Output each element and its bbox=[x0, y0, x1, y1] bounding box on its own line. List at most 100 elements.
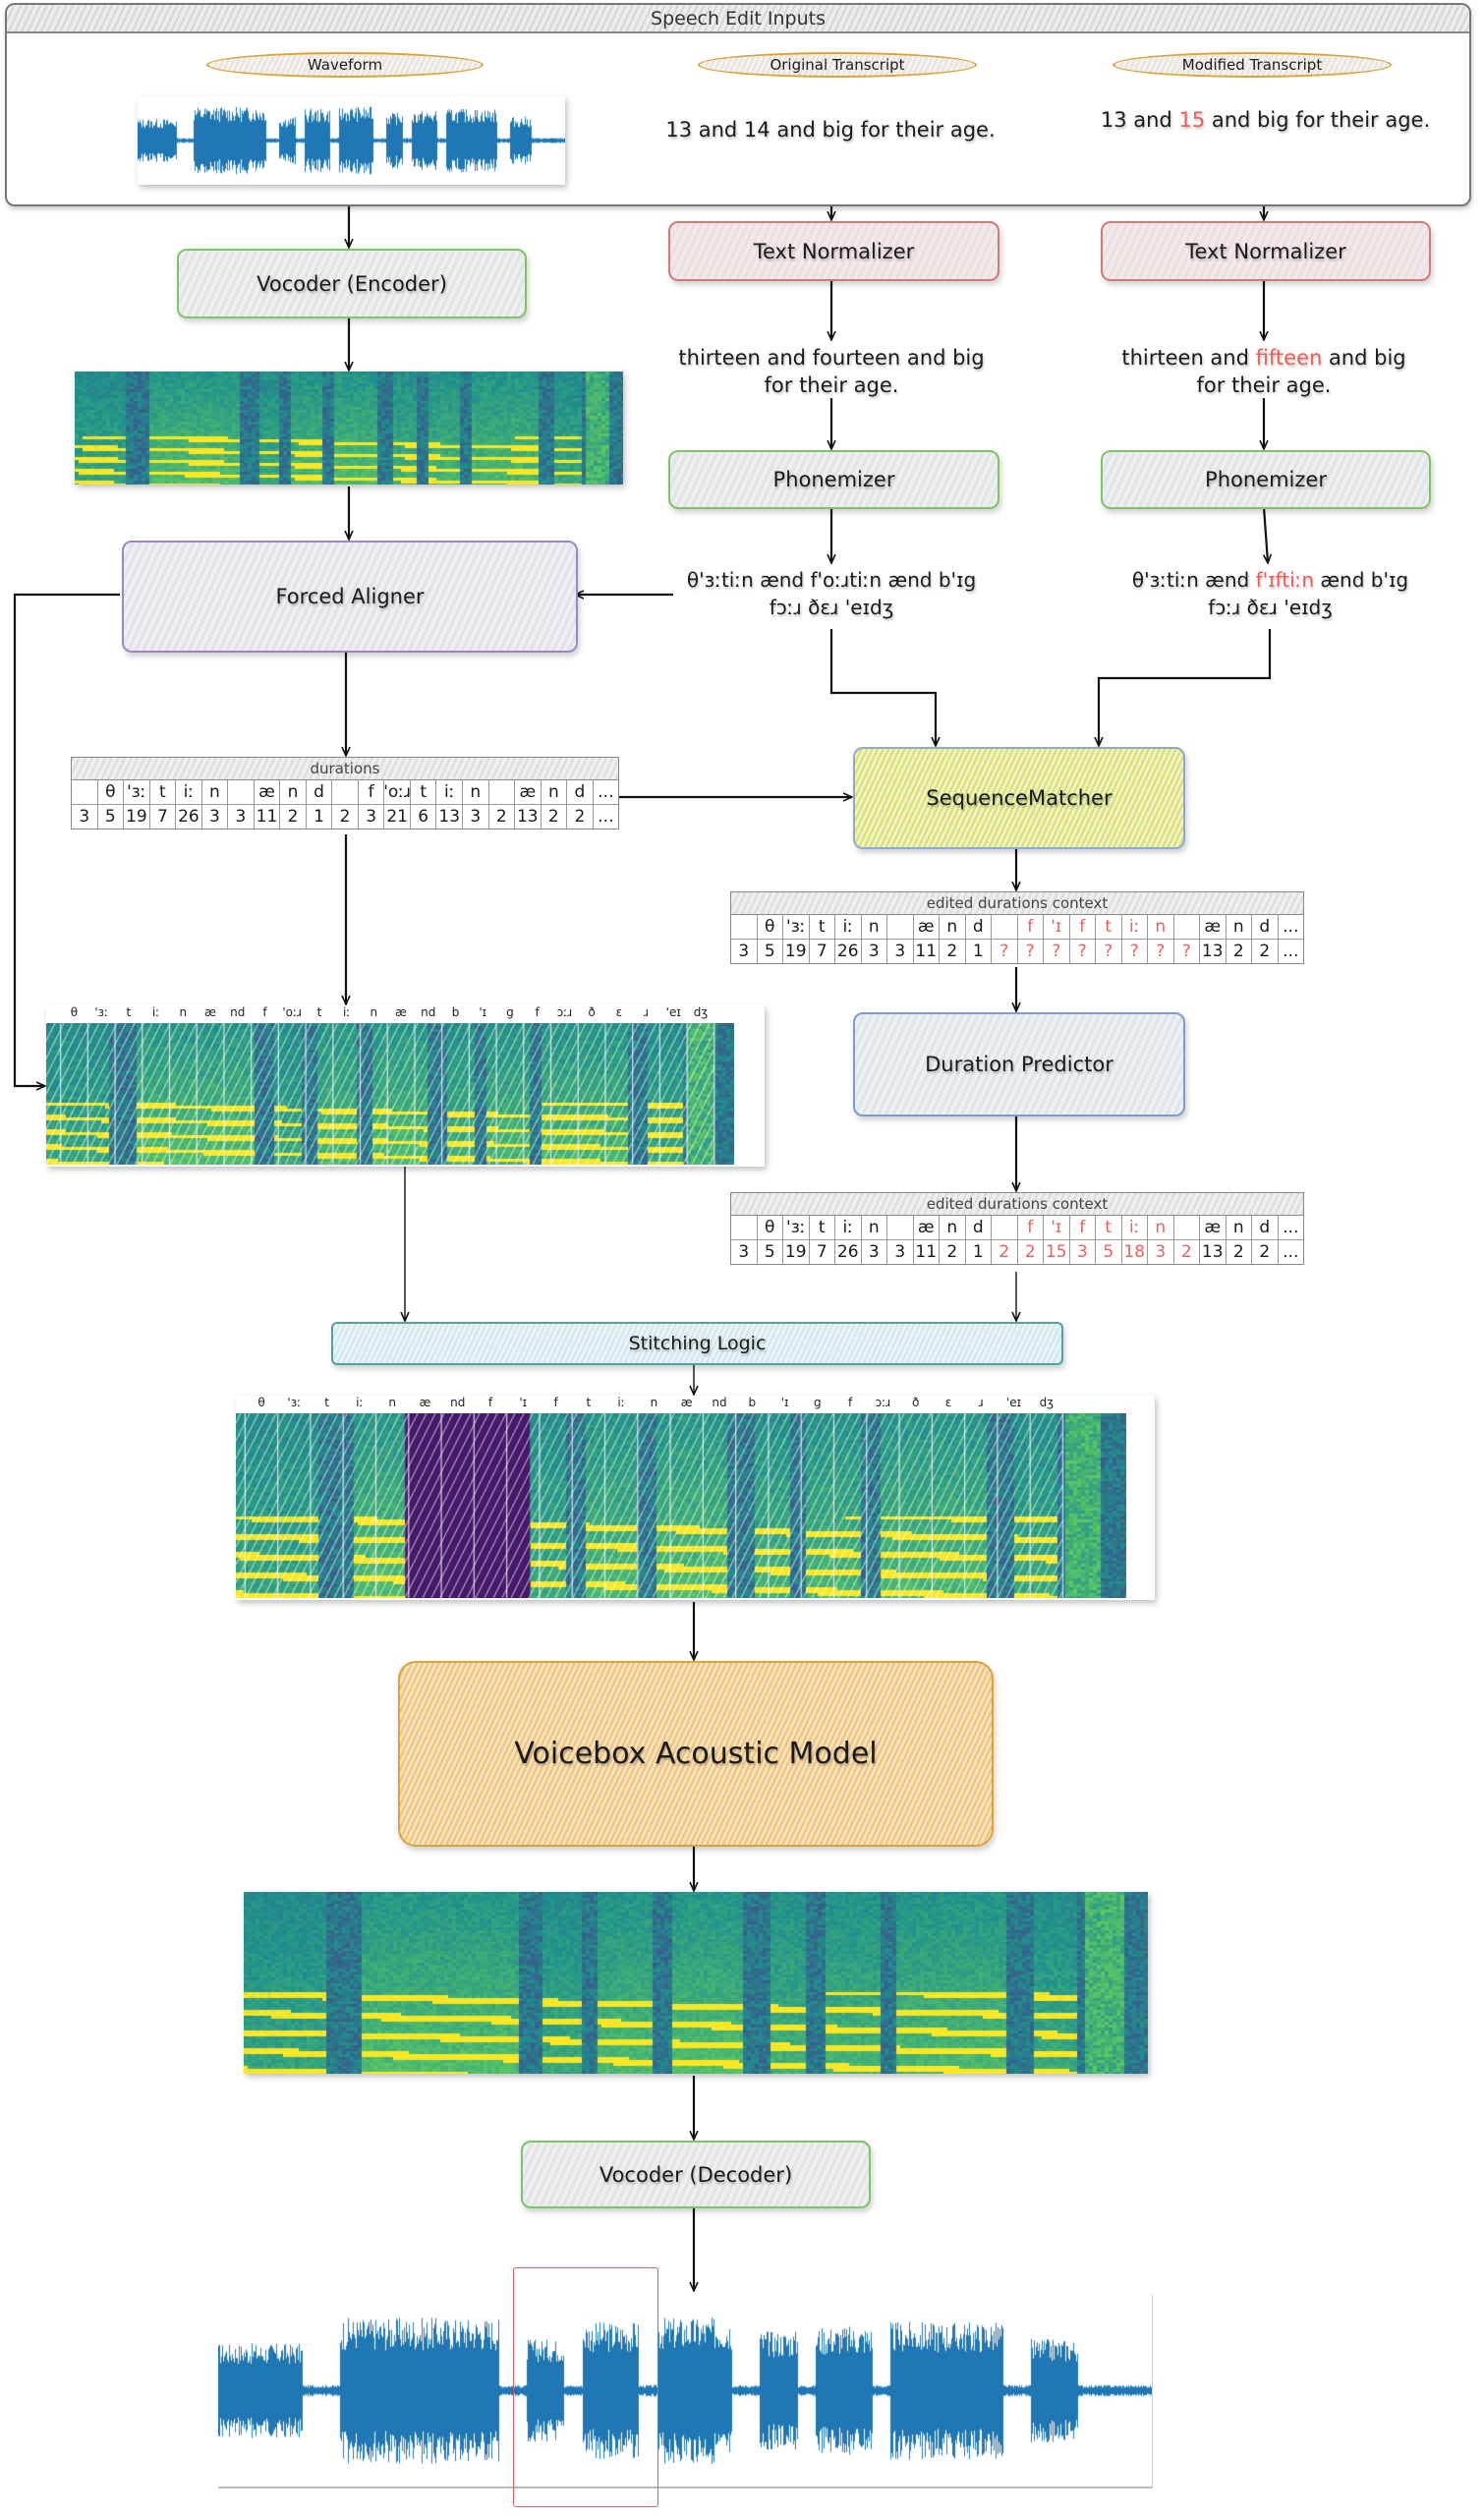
phonemes-right-before: θ'ɜːtiːn ænd bbox=[1131, 568, 1256, 592]
phoneme-cell: θ bbox=[758, 1216, 783, 1239]
duration-cell: 18 bbox=[1122, 1240, 1148, 1264]
phoneme-label: iː bbox=[356, 1396, 364, 1409]
phoneme-label: 'ɜː bbox=[287, 1396, 302, 1409]
duration-cell: 21 bbox=[384, 805, 411, 829]
modified-transcript-label-text: Modified Transcript bbox=[1181, 56, 1323, 74]
phoneme-label: θ bbox=[70, 1005, 79, 1019]
phoneme-cell: d bbox=[1252, 915, 1279, 939]
panel-title: Speech Edit Inputs bbox=[7, 5, 1469, 33]
phoneme-cell: æ bbox=[1200, 1216, 1227, 1239]
duration-cell: 7 bbox=[150, 805, 177, 829]
phoneme-label: b bbox=[748, 1396, 757, 1409]
phoneme-cell: t bbox=[810, 915, 835, 939]
duration-cell: 1 bbox=[966, 940, 992, 963]
phoneme-label: n bbox=[179, 1005, 188, 1019]
edited-region-highlight bbox=[513, 2267, 658, 2507]
phoneme-cell: n bbox=[940, 1216, 966, 1239]
phoneme-label: dʒ bbox=[1039, 1396, 1055, 1409]
phoneme-cell: d bbox=[567, 780, 594, 804]
phonemizer-left-label: Phonemizer bbox=[772, 468, 895, 491]
phoneme-cell: iː bbox=[835, 915, 862, 939]
phoneme-cell: d bbox=[307, 780, 333, 804]
phoneme-label: f bbox=[848, 1396, 853, 1409]
phoneme-cell: 'ɜː bbox=[783, 915, 810, 939]
phoneme-cell: iː bbox=[835, 1216, 862, 1239]
phoneme-label: t bbox=[586, 1396, 592, 1409]
phoneme-cell: æ bbox=[255, 780, 281, 804]
phoneme-label: f bbox=[535, 1005, 540, 1019]
duration-cell: 13 bbox=[1200, 1240, 1227, 1264]
duration-cell: 3 bbox=[731, 1240, 758, 1264]
stitching-logic-label: Stitching Logic bbox=[628, 1333, 767, 1354]
text-normalizer-right-block: Text Normalizer bbox=[1101, 221, 1431, 281]
aligned-spectrogram-plot bbox=[46, 1023, 734, 1165]
phoneme-label: ɔːɹ bbox=[556, 1005, 573, 1019]
duration-cell: 2 bbox=[1227, 1240, 1252, 1264]
duration-cell: 3 bbox=[202, 805, 229, 829]
text-normalizer-right-label: Text Normalizer bbox=[1185, 239, 1346, 263]
duration-cell: 7 bbox=[810, 1240, 835, 1264]
phoneme-label: f bbox=[262, 1005, 267, 1019]
duration-cell: 3 bbox=[72, 805, 98, 829]
normalized-text-left: thirteen and fourteen and big for their … bbox=[649, 344, 1014, 399]
phoneme-cell: 'ɜː bbox=[783, 1216, 810, 1239]
duration-cell: 11 bbox=[914, 940, 940, 963]
modified-transcript-label: Modified Transcript bbox=[1113, 52, 1392, 78]
phoneme-cell: f bbox=[1070, 1216, 1096, 1239]
phoneme-cell: d bbox=[1252, 1216, 1279, 1239]
duration-cell: 2 bbox=[332, 805, 359, 829]
duration-cell: 15 bbox=[1044, 1240, 1070, 1264]
phoneme-cell: t bbox=[150, 780, 177, 804]
phoneme-cell: 'ɪ bbox=[1044, 1216, 1070, 1239]
text-normalizer-left-block: Text Normalizer bbox=[668, 221, 999, 281]
phoneme-label: θ bbox=[257, 1396, 265, 1409]
duration-cell: ? bbox=[1122, 940, 1148, 963]
phoneme-label: g bbox=[814, 1396, 822, 1409]
phoneme-cell: d bbox=[966, 915, 992, 939]
voicebox-acoustic-model-block: Voicebox Acoustic Model bbox=[398, 1661, 994, 1847]
phoneme-label: æ bbox=[419, 1396, 431, 1409]
duration-cell: 3 bbox=[1148, 1240, 1174, 1264]
phoneme-cell: f bbox=[1018, 1216, 1044, 1239]
input-spectrogram bbox=[75, 372, 623, 485]
phoneme-label: 'ɪ bbox=[780, 1396, 789, 1409]
duration-cell: 5 bbox=[1096, 1240, 1122, 1264]
vocoder-decoder-block: Vocoder (Decoder) bbox=[521, 2141, 871, 2208]
duration-cell: 2 bbox=[1227, 940, 1252, 963]
phoneme-cell bbox=[887, 915, 914, 939]
phoneme-label: 'ɪ bbox=[479, 1005, 487, 1019]
duration-predictor-block: Duration Predictor bbox=[853, 1012, 1185, 1116]
phoneme-cell bbox=[489, 780, 516, 804]
duration-cell: 5 bbox=[98, 805, 125, 829]
duration-cell: ? bbox=[1070, 940, 1096, 963]
duration-cell: ... bbox=[1283, 942, 1299, 961]
text-normalizer-left-label: Text Normalizer bbox=[753, 239, 915, 263]
phoneme-cell: n bbox=[1227, 1216, 1252, 1239]
input-spectrogram-plot bbox=[75, 372, 623, 485]
duration-cell: 1 bbox=[966, 1240, 992, 1264]
duration-cell: ? bbox=[1096, 940, 1122, 963]
duration-cell: 13 bbox=[1200, 940, 1227, 963]
normalized-right-edit: fifteen bbox=[1255, 346, 1323, 370]
phoneme-cell: iː bbox=[1122, 915, 1148, 939]
output-waveform bbox=[218, 2295, 1153, 2488]
phoneme-cell: n bbox=[1148, 915, 1174, 939]
edited-context-title: edited durations context bbox=[731, 892, 1303, 915]
phoneme-cell: n bbox=[1148, 1216, 1174, 1239]
duration-cell: 11 bbox=[914, 1240, 940, 1264]
phoneme-label: nd bbox=[712, 1396, 727, 1409]
phoneme-label: iː bbox=[617, 1396, 625, 1409]
phoneme-cell bbox=[1174, 1216, 1200, 1239]
phoneme-label: 'eɪ bbox=[665, 1005, 681, 1019]
phoneme-label: ɹ bbox=[978, 1396, 984, 1409]
duration-cell: 2 bbox=[1174, 1240, 1200, 1264]
duration-cell: 2 bbox=[1252, 940, 1279, 963]
duration-cell: ? bbox=[1174, 940, 1200, 963]
